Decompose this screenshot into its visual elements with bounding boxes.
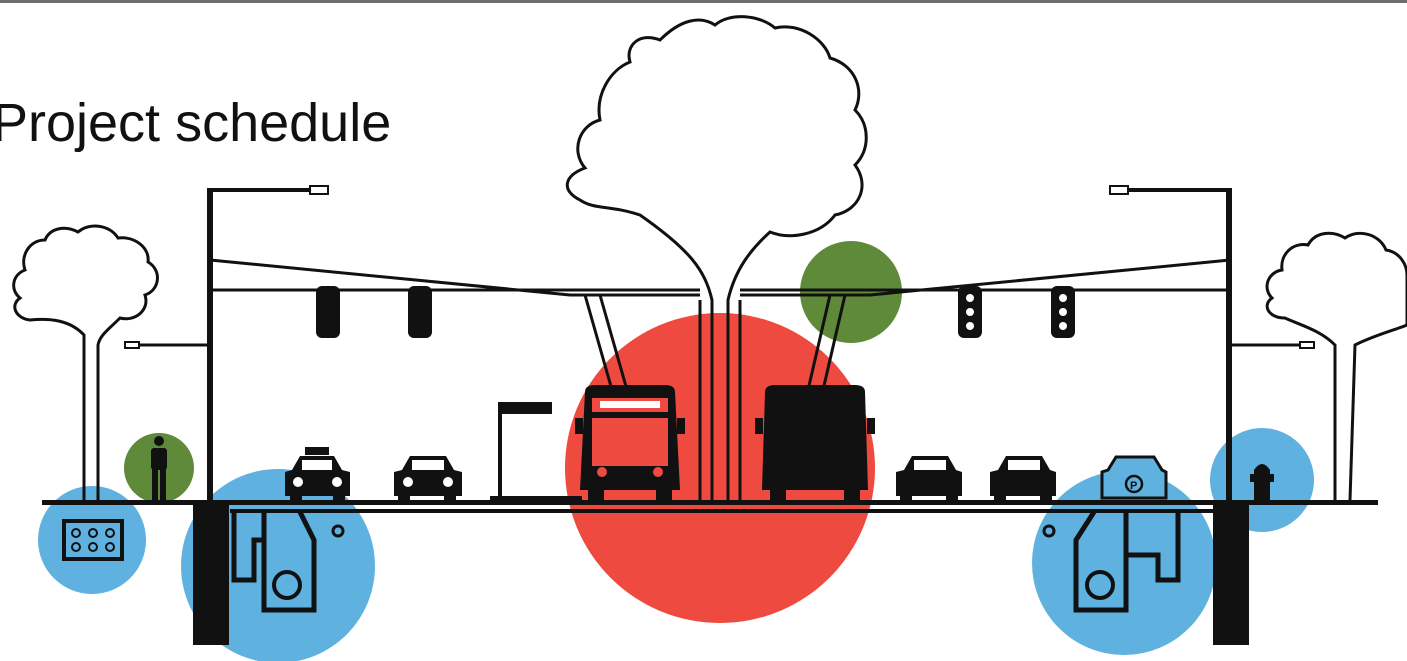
slide-title: Project schedule [0, 93, 392, 153]
trolleybus-icon [575, 385, 685, 504]
pedestrian-icon [151, 436, 167, 500]
road-surface [230, 509, 1220, 513]
bus-stop-icon [490, 402, 582, 502]
streetlight-right-icon [1109, 185, 1315, 500]
traffic-signal-icon [1051, 286, 1075, 338]
left-tree-icon [12, 224, 159, 500]
traffic-signal-icon [316, 286, 340, 338]
car-icon [394, 456, 462, 502]
trolley-pole-right [806, 294, 847, 391]
top-rule [0, 0, 1407, 3]
center-tree-icon [566, 15, 868, 505]
svg-text:P: P [1130, 480, 1137, 492]
trolley-pole-left [583, 294, 629, 391]
underground-utility-highlight-circle-left [181, 469, 375, 661]
taxi-icon [285, 447, 350, 502]
sidewalk-utility-highlight-circle-left [38, 486, 146, 594]
traffic-signal-icon [408, 286, 432, 338]
car-icon [896, 456, 962, 502]
fire-hydrant-icon [1250, 464, 1274, 500]
car-icon [990, 456, 1056, 502]
curb-right [1213, 500, 1249, 645]
electrical-box-icon [62, 519, 124, 561]
utility-vault-icon [1042, 510, 1181, 613]
streetlight-left-icon [124, 185, 329, 500]
trolleybus-rear-icon [755, 385, 875, 504]
parking-meter-car-icon: P [1100, 455, 1168, 500]
utility-vault-icon [231, 510, 345, 613]
ground-line [42, 500, 1378, 505]
traffic-signal-icon [958, 286, 982, 338]
curb-left [193, 500, 229, 645]
overhead-wire-left [209, 258, 700, 297]
overhead-wire-right [740, 258, 1231, 297]
